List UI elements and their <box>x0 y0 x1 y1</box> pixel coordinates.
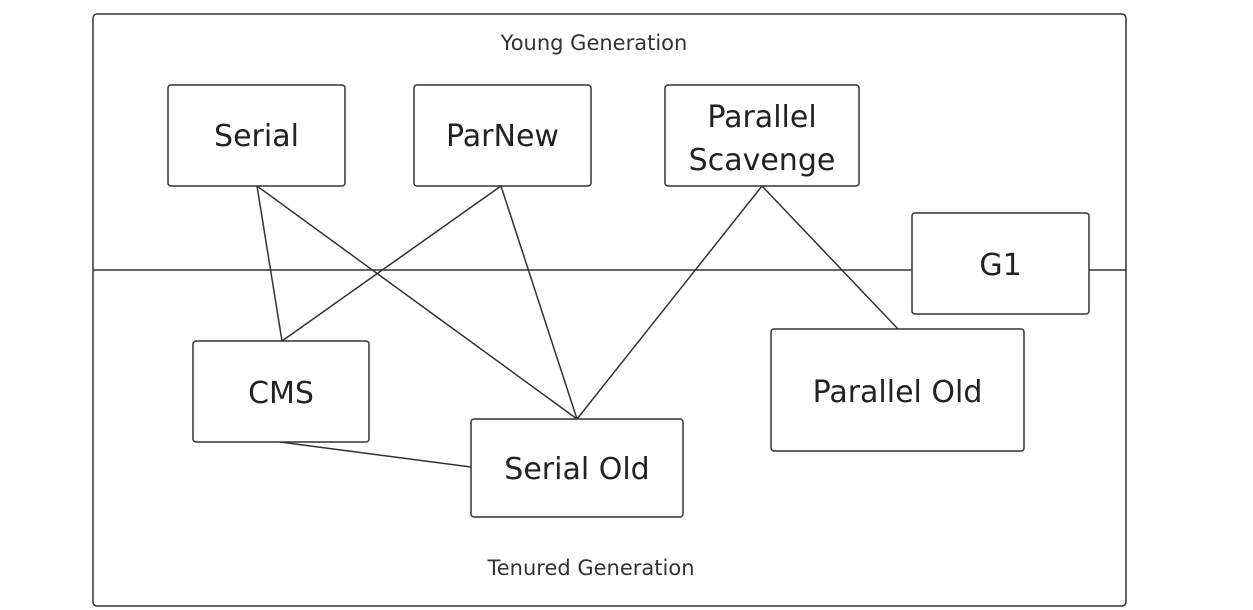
node-parallel-scavenge: Parallel Scavenge <box>664 84 860 187</box>
node-parnew-box <box>413 84 592 187</box>
node-parallel-scavenge-box <box>664 84 860 187</box>
node-g1: G1 <box>911 212 1090 315</box>
edge-parallel-scavenge-serial-old <box>576 185 763 420</box>
node-serial-label: Serial <box>214 119 299 154</box>
edge-cms-serial-old <box>279 441 472 468</box>
node-parallel-scavenge-label-line1: Parallel <box>707 100 816 135</box>
node-serial-box <box>167 84 346 187</box>
edges <box>256 185 899 468</box>
edge-serial-cms <box>256 185 283 342</box>
node-parallel-scavenge-label-line2: Scavenge <box>689 143 836 178</box>
node-serial-old-label: Serial Old <box>504 452 649 487</box>
node-parallel-old-box <box>770 328 1025 452</box>
edge-parnew-cms <box>281 185 502 342</box>
node-cms-label: CMS <box>248 376 314 411</box>
node-parnew-label: ParNew <box>446 119 559 154</box>
node-cms-box <box>192 340 370 443</box>
diagram-frame <box>92 13 1127 607</box>
node-serial-old: Serial Old <box>470 418 684 518</box>
node-serial-old-box <box>470 418 684 518</box>
young-generation-label: Young Generation <box>500 31 688 55</box>
tenured-generation-label: Tenured Generation <box>486 556 694 580</box>
edge-parallel-scavenge-parallel-old <box>761 185 899 330</box>
node-parallel-old-label: Parallel Old <box>813 375 983 410</box>
node-serial: Serial <box>167 84 346 187</box>
node-parallel-old: Parallel Old <box>770 328 1025 452</box>
node-cms: CMS <box>192 340 370 443</box>
edge-serial-serial-old <box>256 185 578 420</box>
node-parnew: ParNew <box>413 84 592 187</box>
node-g1-box <box>911 212 1090 315</box>
edge-parnew-serial-old <box>500 185 578 420</box>
node-g1-label: G1 <box>979 248 1021 283</box>
